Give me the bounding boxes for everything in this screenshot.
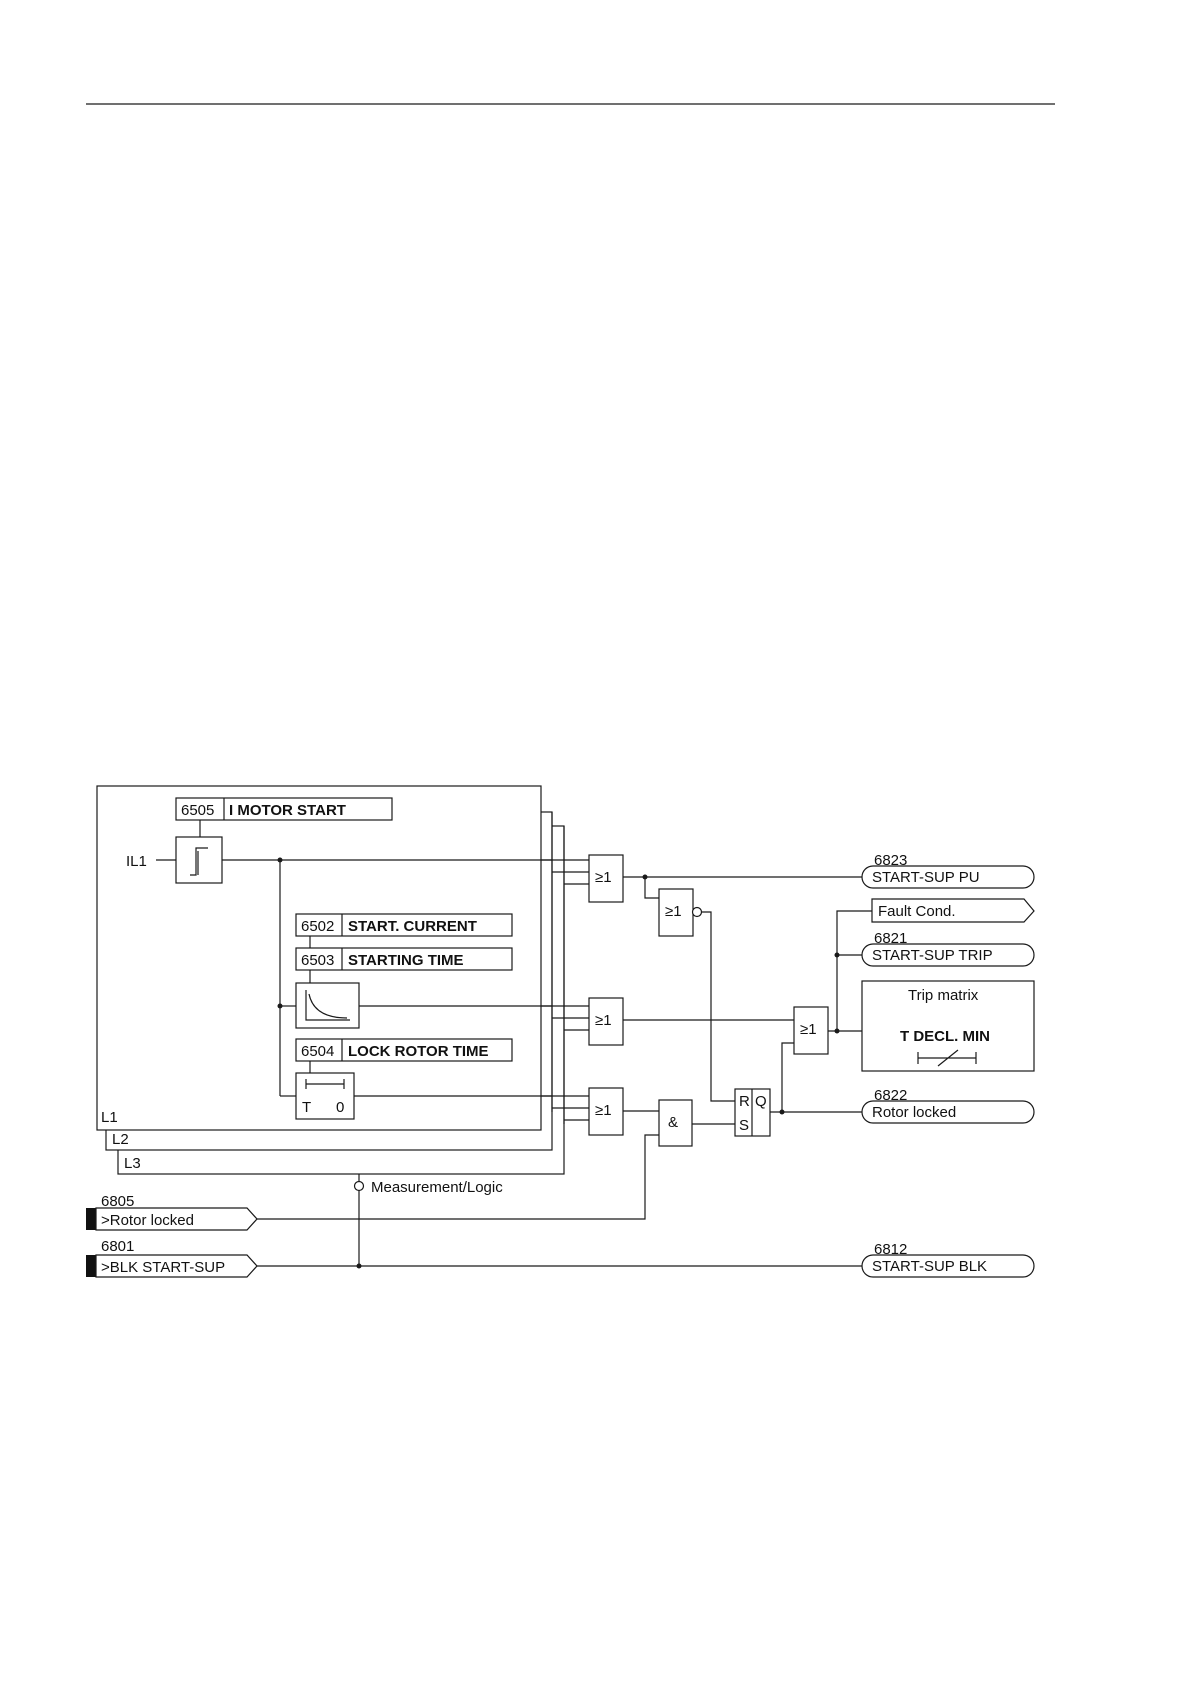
or-gate-3-label: ≥1 xyxy=(595,1102,612,1119)
param-6505-num: 6505 xyxy=(181,802,214,819)
timer-t-label: T xyxy=(302,1099,311,1116)
inverter-bubble xyxy=(693,908,702,917)
or-gate-1-label: ≥1 xyxy=(595,869,612,886)
output-6822-label: Rotor locked xyxy=(872,1104,956,1121)
flipflop-q-label: Q xyxy=(755,1093,767,1110)
phase-label-l3: L3 xyxy=(124,1155,141,1172)
flipflop-s-label: S xyxy=(739,1117,749,1134)
input-6801-num: 6801 xyxy=(101,1238,134,1255)
flipflop-r-label: R xyxy=(739,1093,750,1110)
param-6502-num: 6502 xyxy=(301,918,334,935)
trip-matrix-param: T DECL. MIN xyxy=(900,1028,990,1045)
input-6805-label: >Rotor locked xyxy=(101,1212,194,1229)
threshold-element xyxy=(176,837,222,883)
trip-matrix-title: Trip matrix xyxy=(908,987,979,1004)
or-gate-trip-label: ≥1 xyxy=(800,1021,817,1038)
input-6801-label: >BLK START-SUP xyxy=(101,1259,225,1276)
phase-label-l2: L2 xyxy=(112,1131,129,1148)
param-6504-num: 6504 xyxy=(301,1043,334,1060)
param-6502-name: START. CURRENT xyxy=(348,918,477,935)
and-gate-label: & xyxy=(668,1114,678,1131)
phase-label-l1: L1 xyxy=(101,1109,118,1126)
input-6805-marker xyxy=(86,1208,96,1230)
output-6812-label: START-SUP BLK xyxy=(872,1258,987,1275)
input-6801-marker xyxy=(86,1255,96,1277)
measurement-label: Measurement/Logic xyxy=(371,1179,503,1196)
param-6504-name: LOCK ROTOR TIME xyxy=(348,1043,489,1060)
timer-zero-label: 0 xyxy=(336,1099,344,1116)
or-gate-2-label: ≥1 xyxy=(595,1012,612,1029)
output-6821-label: START-SUP TRIP xyxy=(872,947,993,964)
output-fault-label: Fault Cond. xyxy=(878,903,956,920)
param-6505-name: I MOTOR START xyxy=(229,802,346,819)
param-6503-num: 6503 xyxy=(301,952,334,969)
or-gate-4-label: ≥1 xyxy=(665,903,682,920)
input-il1-label: IL1 xyxy=(126,853,147,870)
param-6503-name: STARTING TIME xyxy=(348,952,464,969)
output-6823-label: START-SUP PU xyxy=(872,869,980,886)
measurement-block-bubble xyxy=(355,1182,364,1191)
